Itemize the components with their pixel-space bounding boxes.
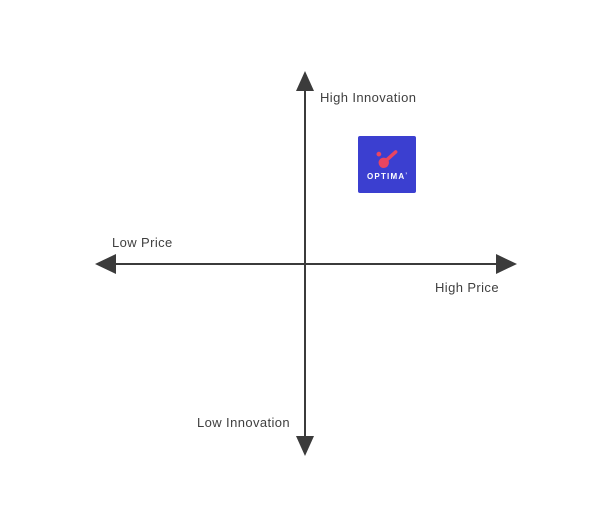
- axis-label-low-price: Low Price: [112, 235, 173, 250]
- check-node-icon: [376, 150, 398, 168]
- brand-wordmark-text: OPTIMA: [367, 172, 406, 181]
- axis-label-high-innovation: High Innovation: [320, 90, 417, 105]
- arrow-down-icon: [296, 436, 314, 456]
- arrow-left-icon: [95, 254, 116, 274]
- brand-wordmark: OPTIMA’: [367, 173, 407, 181]
- brand-marker-optima: OPTIMA’: [358, 136, 416, 193]
- arrow-up-icon: [296, 71, 314, 91]
- axis-label-low-innovation: Low Innovation: [197, 415, 291, 430]
- axis-label-high-price: High Price: [435, 280, 499, 295]
- arrow-right-icon: [496, 254, 517, 274]
- brand-prime-mark: ’: [405, 173, 407, 179]
